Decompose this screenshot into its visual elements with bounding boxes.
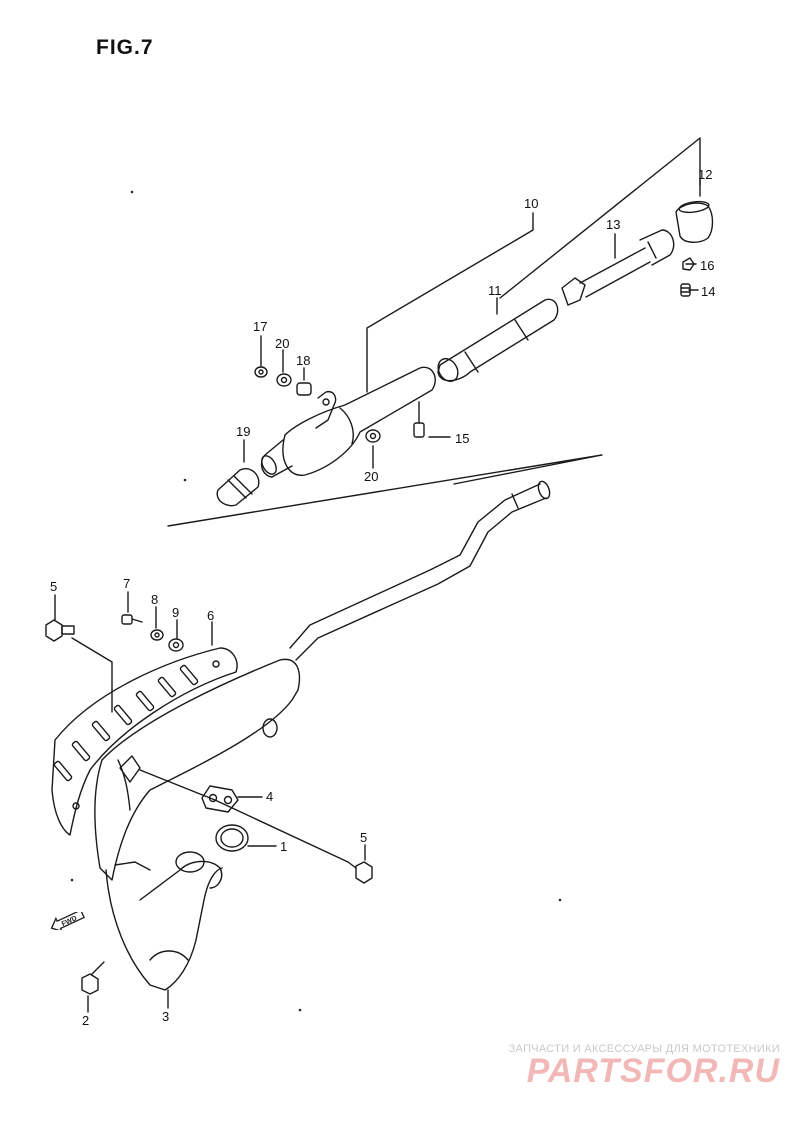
callout-11: 11: [488, 283, 502, 298]
callout-13: 13: [606, 217, 621, 232]
watermark-logo-text: PARTSFOR.RU: [526, 1052, 780, 1090]
callout-20-upper: 20: [275, 336, 290, 351]
figure-title: FIG.7: [96, 36, 154, 59]
callout-19: 19: [236, 424, 251, 439]
exhaust-upper-pipe: [289, 480, 551, 661]
callout-20-lower: 20: [364, 469, 379, 484]
callout-14: 14: [701, 284, 716, 299]
forward-arrow-icon: FWD: [50, 912, 85, 930]
watermark-caption: ЗАПЧАСТИ И АКСЕССУАРЫ ДЛЯ МОТОТЕХНИКИ: [508, 1043, 780, 1055]
silencer-inner-pipe: [437, 298, 559, 383]
forward-arrow-label: FWD: [61, 915, 78, 928]
leader-lines-upper: [167, 137, 701, 527]
callout-4: 4: [266, 789, 274, 804]
callout-5-lower: 5: [360, 830, 368, 845]
leader-lines-lower: [54, 591, 366, 1013]
end-cap: [675, 200, 714, 243]
callout-2: 2: [82, 1013, 90, 1028]
silencer-body: [260, 366, 436, 478]
heat-shield: [51, 647, 238, 836]
callout-1: 1: [280, 839, 288, 854]
callout-8: 8: [151, 592, 159, 607]
mounting-bracket-gasket: [119, 755, 249, 852]
callout-7: 7: [123, 576, 131, 591]
callout-9: 9: [172, 605, 180, 620]
callout-10: 10: [524, 196, 539, 211]
print-specks: [70, 190, 562, 1012]
callout-15: 15: [455, 431, 470, 446]
tail-pipe: [561, 229, 675, 306]
callout-6: 6: [207, 608, 215, 623]
callout-5-upper: 5: [50, 579, 58, 594]
small-hardware: [216, 257, 695, 507]
callout-12: 12: [698, 167, 713, 182]
callout-16: 16: [700, 258, 715, 273]
callout-17: 17: [253, 319, 268, 334]
bolts-washers: [45, 614, 373, 995]
callout-18: 18: [296, 353, 311, 368]
callout-3: 3: [162, 1009, 170, 1024]
expansion-chamber: [94, 658, 301, 991]
